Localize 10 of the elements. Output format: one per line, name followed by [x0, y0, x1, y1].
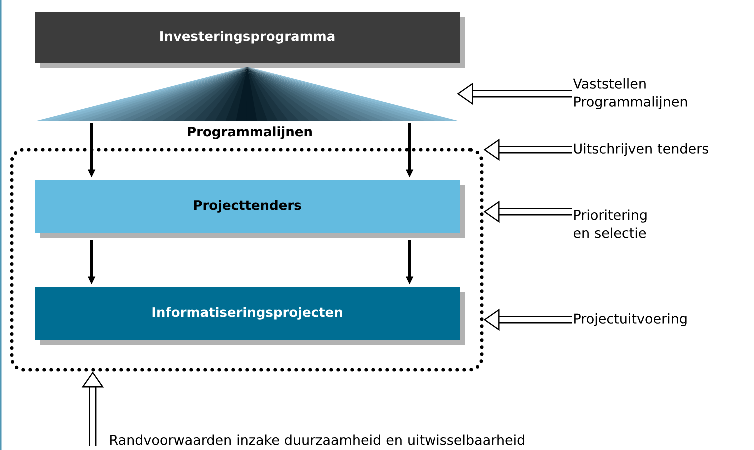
- annotation-text: Vaststellen Programmalijnen: [573, 78, 688, 110]
- annotation-text: Randvoorwaarden inzake duurzaamheid en uitwisselbaarheid: [110, 434, 524, 446]
- annotation-text: Prioritering en selectie: [574, 210, 647, 238]
- process-box: Investeringsprogramma: [35, 12, 465, 68]
- node-label: Programmalijnen: [188, 126, 312, 140]
- process-box: Informatiseringsprojecten: [35, 287, 465, 345]
- dotted-frame: [10, 148, 484, 372]
- process-box: Projecttenders: [35, 180, 465, 238]
- annotation-text: Projectuitvoering: [574, 313, 687, 327]
- annotation-text: Uitschrijven tenders: [574, 143, 709, 157]
